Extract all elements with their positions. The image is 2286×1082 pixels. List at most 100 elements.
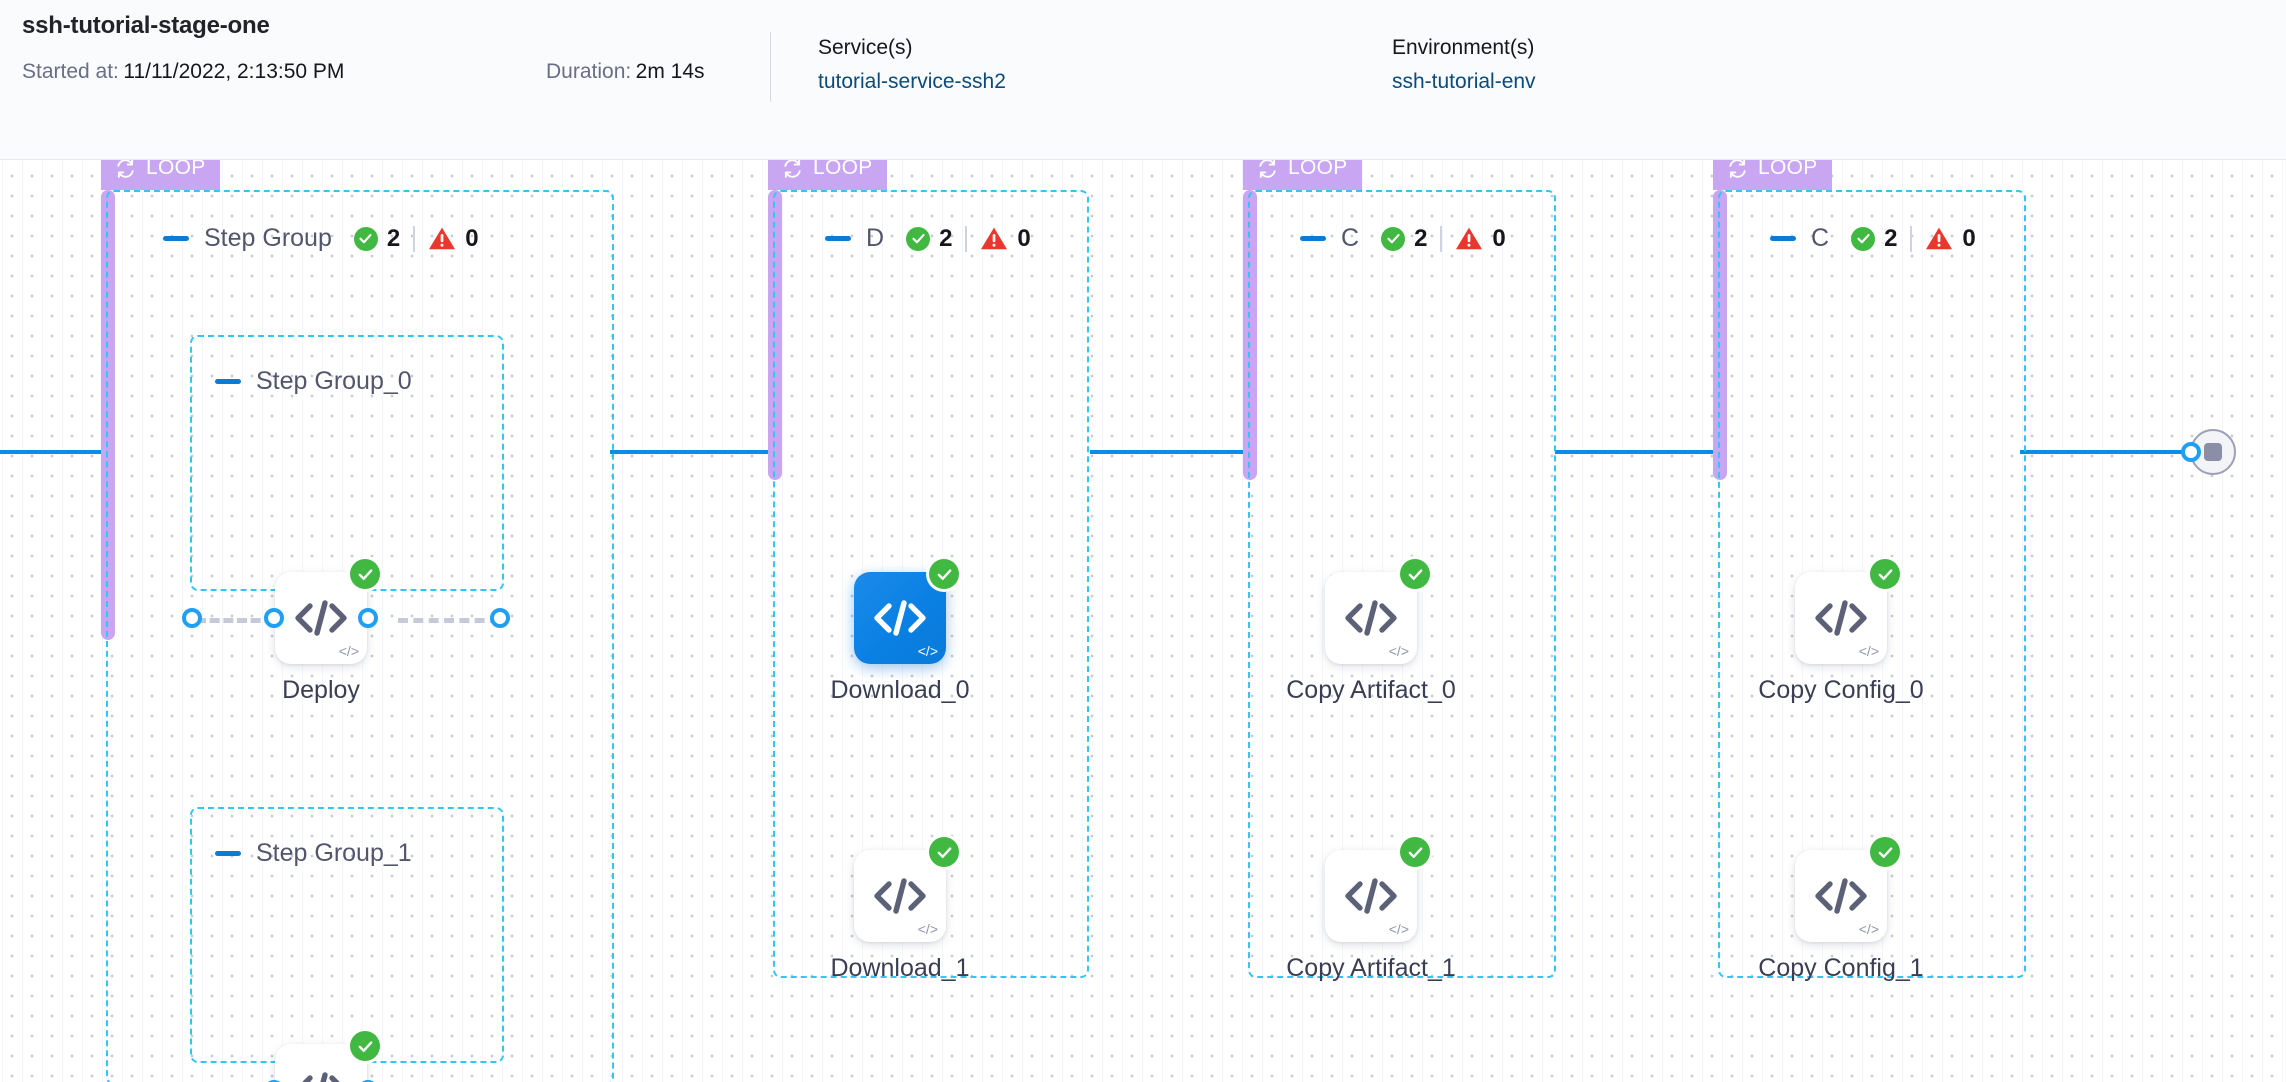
loop-bar-4 — [1713, 190, 1727, 480]
group-title-2: D — [866, 224, 885, 252]
code-icon — [1815, 878, 1867, 914]
edge-group4-to-end — [2020, 450, 2190, 454]
code-mini-icon: </> — [338, 643, 359, 659]
error-count-4: 0 — [1962, 224, 1976, 252]
status-badge-download-0 — [929, 559, 959, 589]
loop-badge-4[interactable]: LOOP — [1713, 160, 1832, 190]
code-icon — [295, 600, 347, 636]
subgroup-header-1-0[interactable]: Step Group_0 — [215, 367, 434, 396]
pipeline-canvas[interactable]: LOOP Step Group 2 0 Step Group_0 — [0, 160, 2286, 1082]
node-copy-artifact-0[interactable]: </> Copy Artifact_0 — [1286, 559, 1456, 704]
subgroup-header-1-1[interactable]: Step Group_1 — [215, 839, 434, 868]
loop-badge-1-label: LOOP — [146, 160, 206, 179]
group-title-1: Step Group — [204, 224, 332, 252]
header-divider — [770, 32, 771, 102]
loop-badge-2-label: LOOP — [813, 160, 873, 179]
success-count-3: 2 — [1414, 224, 1428, 252]
node-copy-config-0[interactable]: </> Copy Config_0 — [1758, 559, 1924, 704]
success-count-4: 2 — [1884, 224, 1898, 252]
node-card-copy-config-0[interactable]: </> — [1795, 559, 1900, 664]
collapse-icon-2[interactable] — [825, 236, 851, 241]
warning-icon-1 — [429, 227, 456, 250]
group-header-4[interactable]: C 2 0 — [1770, 224, 1976, 253]
end-node-port[interactable] — [2181, 442, 2201, 462]
node-port-right-deploy[interactable] — [358, 608, 378, 628]
status-badge-deploy — [350, 559, 380, 589]
environments-link[interactable]: ssh-tutorial-env — [1392, 70, 1536, 93]
node-label-download-1: Download_1 — [830, 954, 970, 982]
loop-badge-3-label: LOOP — [1288, 160, 1348, 179]
loop-badge-3[interactable]: LOOP — [1243, 160, 1362, 190]
dash-edge-left-deploy — [196, 618, 288, 623]
loop-badge-2[interactable]: LOOP — [768, 160, 887, 190]
node-port-left-deploy[interactable] — [264, 608, 284, 628]
edge-group1-to-group2 — [610, 450, 770, 454]
stat-separator-3 — [1440, 225, 1443, 252]
duration-block: Duration: 2m 14s — [546, 60, 705, 84]
check-icon — [358, 568, 372, 580]
status-badge-copy-config-0 — [1870, 559, 1900, 589]
subgroup-title-1-0: Step Group_0 — [256, 367, 412, 395]
status-badge-download-1 — [929, 837, 959, 867]
node-card-copy-artifact-1[interactable]: </> — [1325, 837, 1430, 942]
subgroup-port-right-1-0[interactable] — [490, 608, 510, 628]
group-box-4[interactable] — [1718, 190, 2026, 978]
environments-block: Environment(s) ssh-tutorial-env — [1392, 36, 1536, 94]
collapse-icon-4[interactable] — [1770, 236, 1796, 241]
warning-icon-3 — [1456, 227, 1483, 250]
group-box-1[interactable] — [106, 190, 614, 1082]
group-header-1[interactable]: Step Group 2 0 — [163, 224, 479, 253]
status-badge-copy-artifact-0 — [1400, 559, 1430, 589]
services-link[interactable]: tutorial-service-ssh2 — [818, 70, 1006, 93]
node-card-deploy-1[interactable]: </> — [264, 1031, 380, 1082]
collapse-icon-1-1[interactable] — [215, 851, 241, 856]
collapse-icon-3[interactable] — [1300, 236, 1326, 241]
node-download-0[interactable]: </> Download_0 — [831, 559, 970, 704]
loop-bar-3 — [1243, 190, 1257, 480]
status-badge-deploy-1 — [350, 1031, 380, 1061]
services-label: Service(s) — [818, 36, 913, 59]
subgroup-title-1-1: Step Group_1 — [256, 839, 412, 867]
loop-bar-2 — [768, 190, 782, 480]
node-download-1[interactable]: </> Download_1 — [831, 837, 970, 982]
group-header-2[interactable]: D 2 0 — [825, 224, 1031, 253]
dash-edge-right-deploy — [398, 618, 500, 623]
loop-badge-1[interactable]: LOOP — [101, 160, 220, 190]
group-stats-3: 2 0 — [1381, 225, 1506, 253]
subgroup-port-left-1-0[interactable] — [182, 608, 202, 628]
check-icon — [1878, 568, 1892, 580]
code-icon — [874, 878, 926, 914]
node-copy-artifact-1[interactable]: </> Copy Artifact_1 — [1286, 837, 1456, 982]
group-box-2[interactable] — [773, 190, 1089, 978]
environments-label: Environment(s) — [1392, 36, 1535, 59]
collapse-icon-1-0[interactable] — [215, 379, 241, 384]
check-icon — [1408, 846, 1422, 858]
stat-separator-1 — [413, 225, 416, 252]
node-copy-config-1[interactable]: </> Copy Config_1 — [1758, 837, 1924, 982]
code-mini-icon: </> — [917, 921, 938, 937]
node-deploy-1[interactable]: </> — [264, 1031, 380, 1082]
node-label-download-0: Download_0 — [830, 676, 970, 704]
stat-separator-2 — [965, 225, 968, 252]
node-label-copy-artifact-0: Copy Artifact_0 — [1286, 676, 1456, 704]
duration-value: 2m 14s — [635, 60, 705, 83]
success-icon-3 — [1381, 226, 1406, 251]
node-card-download-0[interactable]: </> — [854, 559, 959, 664]
group-header-3[interactable]: C 2 0 — [1300, 224, 1506, 253]
node-card-copy-artifact-0[interactable]: </> — [1325, 559, 1430, 664]
group-box-3[interactable] — [1248, 190, 1556, 978]
node-card-copy-config-1[interactable]: </> — [1795, 837, 1900, 942]
group-title-4: C — [1811, 224, 1830, 252]
node-card-download-1[interactable]: </> — [854, 837, 959, 942]
check-icon — [358, 1040, 372, 1052]
started-at-label: Started at: — [22, 60, 119, 83]
node-card-deploy[interactable]: </> — [264, 559, 380, 664]
group-title-3: C — [1341, 224, 1360, 252]
collapse-icon-1[interactable] — [163, 236, 189, 241]
loop-badge-4-label: LOOP — [1758, 160, 1818, 179]
started-at-value: 11/11/2022, 2:13:50 PM — [123, 60, 345, 83]
stat-separator-4 — [1910, 225, 1913, 252]
services-block: Service(s) tutorial-service-ssh2 — [818, 36, 1006, 94]
pipeline-header: ssh-tutorial-stage-one Started at: 11/11… — [0, 0, 2286, 160]
node-deploy[interactable]: </> Deploy — [264, 559, 380, 704]
